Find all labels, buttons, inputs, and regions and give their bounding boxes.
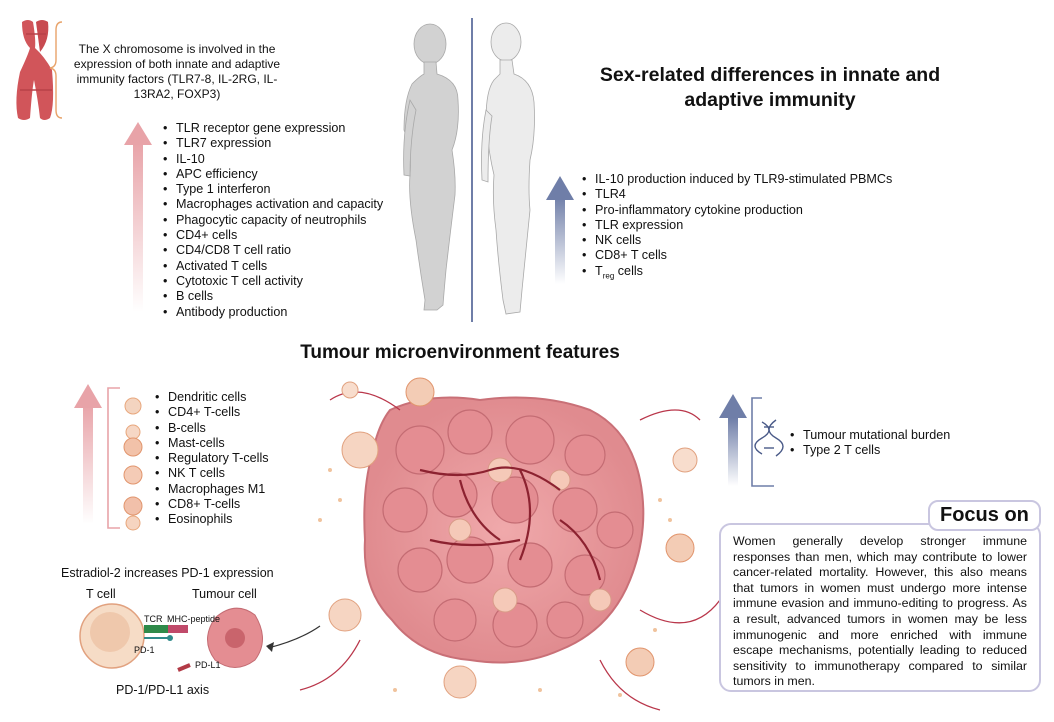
focus-text: Women generally develop stronger immune … <box>733 534 1027 689</box>
list-item: CD4/CD8 T cell ratio <box>163 243 383 259</box>
list-item-treg: Treg cells <box>582 264 892 284</box>
female-increase-arrow-icon <box>124 122 152 312</box>
list-item: Antibody production <box>163 305 383 321</box>
male-body-icon <box>481 22 535 315</box>
focus-box: Women generally develop stronger immune … <box>719 523 1041 692</box>
list-item: Pro-inflammatory cytokine production <box>582 203 892 219</box>
list-item: Tumour mutational burden <box>790 428 950 444</box>
x-chromosome-icon <box>16 20 54 120</box>
list-item: TLR receptor gene expression <box>163 121 383 137</box>
list-item: CD8+ T cells <box>582 248 892 264</box>
tme-female-list: Dendritic cells CD4+ T-cells B-cells Mas… <box>155 390 269 528</box>
list-item: IL-10 <box>163 152 383 168</box>
tme-male-arrow-icon <box>719 394 747 486</box>
list-item: NK T cells <box>155 466 269 482</box>
tme-male-list: Tumour mutational burden Type 2 T cells <box>790 428 950 459</box>
pd1-axis-diagram <box>79 603 321 672</box>
list-item: Type 2 T cells <box>790 443 950 459</box>
list-item: Cytotoxic T cell activity <box>163 274 383 290</box>
tumour-cell-label: Tumour cell <box>192 587 257 601</box>
list-item: TLR4 <box>582 187 892 203</box>
list-item: Phagocytic capacity of neutrophils <box>163 213 383 229</box>
pd1-heading: Estradiol-2 increases PD-1 expression <box>61 566 274 580</box>
list-item: TLR7 expression <box>163 136 383 152</box>
female-body-icon <box>403 23 459 311</box>
tumour-mass-icon <box>299 391 721 711</box>
surrounding-immune-cells <box>328 377 698 699</box>
list-item: B-cells <box>155 421 269 437</box>
pd1-label: PD-1 <box>134 645 155 655</box>
male-increased-list: IL-10 production induced by TLR9-stimula… <box>582 172 892 284</box>
list-item: Macrophages activation and capacity <box>163 197 383 213</box>
list-item: Regulatory T-cells <box>155 451 269 467</box>
list-item: TLR expression <box>582 218 892 234</box>
tme-title: Tumour microenvironment features <box>300 342 620 363</box>
t-cell-label: T cell <box>86 587 116 601</box>
list-item: B cells <box>163 289 383 305</box>
pd1-axis-label: PD-1/PD-L1 axis <box>116 683 210 697</box>
list-item: Type 1 interferon <box>163 182 383 198</box>
list-item: CD8+ T-cells <box>155 497 269 513</box>
list-item: IL-10 production induced by TLR9-stimula… <box>582 172 892 188</box>
main-title: Sex-related differences in innate and ad… <box>599 64 941 111</box>
list-item: Macrophages M1 <box>155 482 269 498</box>
list-item: Eosinophils <box>155 512 269 528</box>
pdl1-label: PD-L1 <box>195 660 221 670</box>
list-item: Mast-cells <box>155 436 269 452</box>
list-item: CD4+ cells <box>163 228 383 244</box>
focus-title: Focus on <box>928 500 1041 531</box>
immune-cell-icon <box>123 397 143 531</box>
secreted-particles <box>318 468 672 697</box>
list-item: Dendritic cells <box>155 390 269 406</box>
list-item: Activated T cells <box>163 259 383 275</box>
dna-icon <box>754 419 784 457</box>
list-item: APC efficiency <box>163 167 383 183</box>
female-increased-list: TLR receptor gene expression TLR7 expres… <box>163 121 383 320</box>
list-item: NK cells <box>582 233 892 249</box>
tme-female-arrow-icon <box>74 384 102 524</box>
male-increase-arrow-icon <box>546 176 574 284</box>
list-item: CD4+ T-cells <box>155 405 269 421</box>
tcr-label: TCR <box>144 614 163 624</box>
x-chromosome-note: The X chromosome is involved in the expr… <box>73 42 281 101</box>
mhc-label: MHC-peptide <box>167 614 221 624</box>
